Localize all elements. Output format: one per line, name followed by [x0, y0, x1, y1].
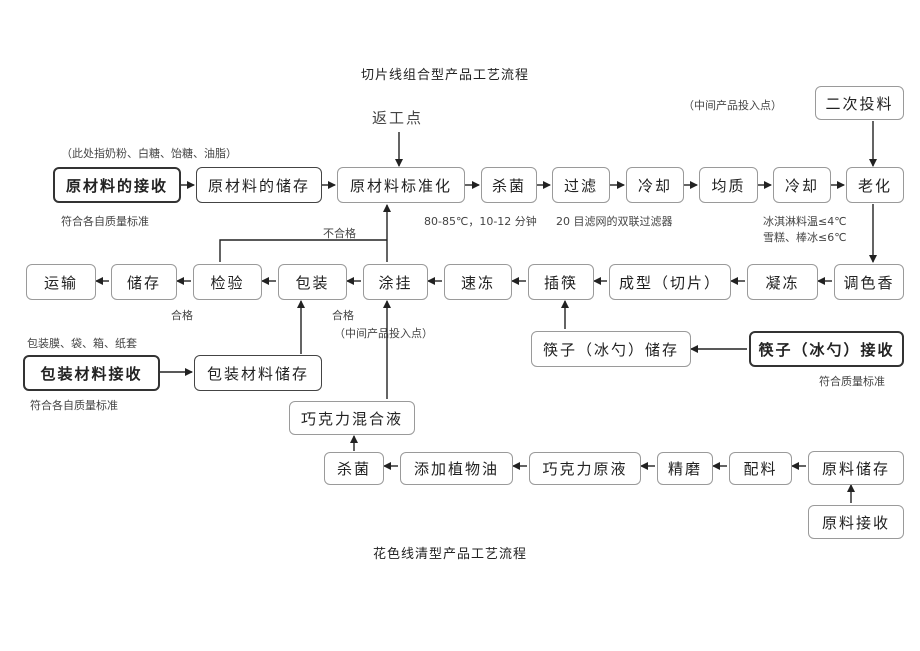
pack-material-standard: 符合各自质量标准 [30, 399, 118, 412]
bar-temp: 雪糕、棒冰≤6℃ [763, 231, 847, 244]
node-transport: 运输 [26, 264, 96, 300]
stick-standard: 符合质量标准 [819, 375, 885, 388]
node-insert-stick: 插筷 [528, 264, 594, 300]
node-stick-receive: 筷子（冰勺）接收 [749, 331, 904, 367]
pack-material-note: 包装膜、袋、箱、纸套 [27, 337, 137, 350]
node-flavor-color: 调色香 [834, 264, 904, 300]
node-cool-1: 冷却 [626, 167, 684, 203]
node-sterilize-2: 杀菌 [324, 452, 384, 485]
node-ingredient-store: 原料储存 [808, 451, 904, 485]
node-pack-material-receive: 包装材料接收 [23, 355, 160, 391]
node-second-feed: 二次投料 [815, 86, 904, 120]
mid-input-label-top: （中间产品投入点） [683, 99, 782, 112]
node-store: 储存 [111, 264, 177, 300]
node-sterilize: 杀菌 [481, 167, 537, 203]
node-raw-material-standardize: 原材料标准化 [337, 167, 465, 203]
node-chocolate-mix: 巧克力混合液 [289, 401, 415, 435]
node-coat: 涂挂 [363, 264, 428, 300]
ice-cream-temp: 冰淇淋料温≤4℃ [763, 215, 847, 228]
node-homogenize: 均质 [699, 167, 758, 203]
qualified-label-inspect: 合格 [171, 309, 193, 322]
node-ingredient-receive: 原料接收 [808, 505, 904, 539]
node-freeze: 凝冻 [747, 264, 818, 300]
node-shape-slice: 成型（切片） [609, 264, 731, 300]
node-pack-material-store: 包装材料储存 [194, 355, 322, 391]
mid-input-label-mid: （中间产品投入点） [334, 327, 433, 340]
node-grind: 精磨 [657, 452, 713, 485]
node-stick-store: 筷子（冰勺）储存 [531, 331, 691, 367]
raw-material-note: （此处指奶粉、白糖、饴糖、油脂） [61, 147, 237, 160]
rework-point-label: 返工点 [372, 109, 424, 127]
node-raw-material-store: 原材料的储存 [196, 167, 322, 203]
sterilize-condition: 80-85℃，10-12 分钟 [424, 215, 537, 228]
raw-material-standard: 符合各自质量标准 [61, 215, 149, 228]
node-filter: 过滤 [552, 167, 610, 203]
node-pack: 包装 [278, 264, 347, 300]
node-raw-material-receive: 原材料的接收 [53, 167, 181, 203]
node-add-vegetable-oil: 添加植物油 [400, 452, 513, 485]
top-process-title: 切片线组合型产品工艺流程 [361, 68, 530, 83]
node-cool-2: 冷却 [773, 167, 831, 203]
node-age: 老化 [846, 167, 904, 203]
node-mix-ingredients: 配料 [729, 452, 792, 485]
node-inspect: 检验 [193, 264, 262, 300]
qualified-label-coat: 合格 [332, 309, 354, 322]
filter-spec: 20 目滤网的双联过滤器 [556, 215, 673, 228]
node-chocolate-base: 巧克力原液 [529, 452, 641, 485]
bottom-process-title: 花色线清型产品工艺流程 [373, 547, 528, 562]
node-quick-freeze: 速冻 [444, 264, 512, 300]
unqualified-label: 不合格 [323, 227, 356, 240]
